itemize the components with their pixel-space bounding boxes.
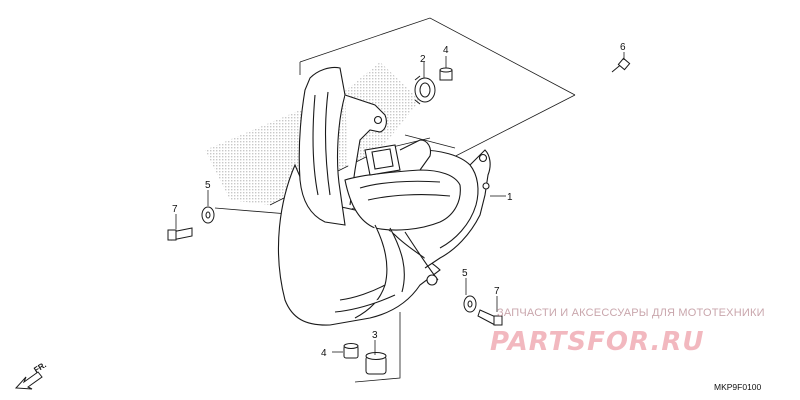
part-7-bolt-left — [167, 227, 193, 241]
watermark-logo: PARTSFOR.RU — [490, 327, 704, 357]
callout-7-right: 7 — [494, 286, 500, 297]
callout-6: 6 — [620, 42, 626, 53]
part-5-washer-right — [463, 295, 477, 313]
callout-1: 1 — [507, 192, 513, 203]
diagram-code: MKP9F0100 — [714, 382, 762, 392]
callout-labels: 2 4 6 1 5 7 5 7 4 3 — [172, 42, 626, 359]
callout-4-upper: 4 — [443, 45, 449, 56]
part-4-collar-upper — [439, 67, 453, 81]
part-4-collar-lower — [343, 343, 359, 359]
callout-5-right: 5 — [462, 268, 468, 279]
watermark-tagline: ЗАПЧАСТИ И АКСЕССУАРЫ ДЛЯ МОТОТЕХНИКИ — [497, 307, 765, 319]
callout-2: 2 — [420, 54, 426, 65]
leader-lines — [175, 52, 625, 355]
callout-7-left: 7 — [172, 204, 178, 215]
front-direction-indicator: FR. — [14, 360, 48, 390]
part-7-bolt-right — [477, 309, 503, 326]
headlight-assembly — [277, 66, 491, 326]
part-2-grommet — [414, 75, 436, 105]
part-5-washer-left — [201, 206, 215, 224]
callout-4-lower: 4 — [321, 348, 327, 359]
callout-5-left: 5 — [205, 180, 211, 191]
part-6-screw — [611, 57, 631, 73]
watermark: ЗАПЧАСТИ И АКСЕССУАРЫ ДЛЯ МОТОТЕХНИКИ PA… — [490, 307, 765, 357]
front-arrow-icon — [14, 371, 43, 390]
callout-3: 3 — [372, 330, 378, 341]
front-label: FR. — [32, 360, 48, 374]
part-3-grommet — [365, 352, 387, 375]
